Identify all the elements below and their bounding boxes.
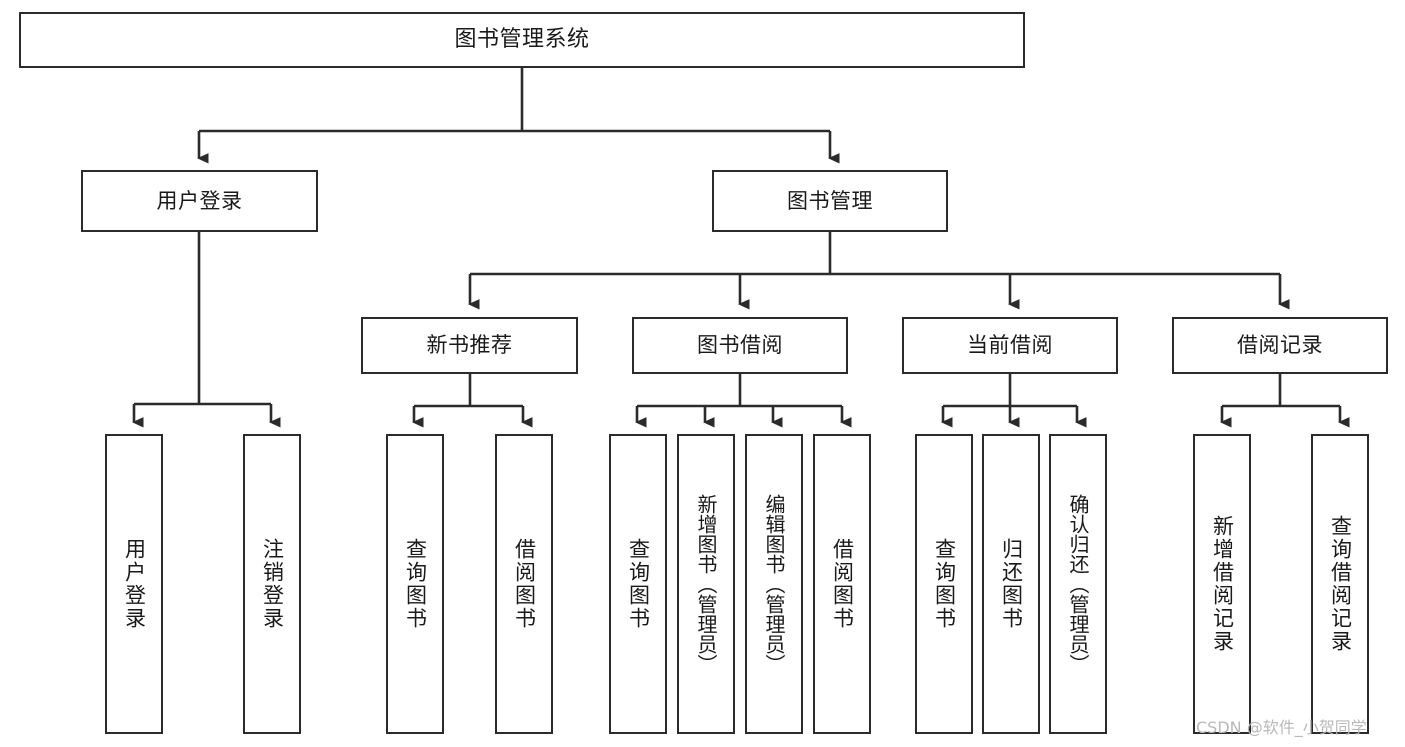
leaf-record-query-record[interactable]: 查询借阅记录: [1311, 434, 1369, 734]
node-label: 注销登录: [260, 538, 285, 630]
node-label: 查询图书: [932, 538, 957, 630]
node-label: 借阅图书: [512, 538, 537, 630]
leaf-current-confirm-return-admin[interactable]: 确认归还（管理员）: [1049, 434, 1107, 734]
node-user-login[interactable]: 用户登录: [81, 170, 318, 232]
leaf-borrow-add-book-admin[interactable]: 新增图书（管理员）: [677, 434, 735, 734]
node-label: 用户登录: [156, 188, 243, 213]
leaf-record-add-record[interactable]: 新增借阅记录: [1193, 434, 1251, 734]
node-label: 新书推荐: [426, 333, 513, 358]
node-book-borrow[interactable]: 图书借阅: [632, 317, 848, 374]
node-book-management[interactable]: 图书管理: [712, 170, 948, 232]
node-label: 新增图书（管理员）: [694, 494, 718, 674]
leaf-recommend-query-book[interactable]: 查询图书: [386, 434, 444, 734]
node-label: 借阅记录: [1237, 333, 1323, 358]
node-label: 查询图书: [626, 538, 651, 630]
leaf-recommend-borrow-book[interactable]: 借阅图书: [495, 434, 553, 734]
leaf-user-login-logout[interactable]: 注销登录: [243, 434, 301, 734]
node-new-book-recommend[interactable]: 新书推荐: [361, 317, 578, 374]
node-current-borrow[interactable]: 当前借阅: [902, 317, 1118, 374]
leaf-borrow-edit-book-admin[interactable]: 编辑图书（管理员）: [745, 434, 803, 734]
node-root-system[interactable]: 图书管理系统: [19, 12, 1025, 68]
node-borrow-record[interactable]: 借阅记录: [1172, 317, 1388, 374]
node-label: 当前借阅: [967, 333, 1053, 358]
node-label: 用户登录: [122, 538, 147, 630]
node-label: 确认归还（管理员）: [1066, 494, 1090, 674]
leaf-current-query-book[interactable]: 查询图书: [915, 434, 973, 734]
node-label: 查询借阅记录: [1328, 515, 1353, 653]
csdn-watermark: CSDN @软件_小贺同学: [1196, 718, 1367, 737]
node-label: 编辑图书（管理员）: [762, 494, 786, 674]
leaf-current-return-book[interactable]: 归还图书: [982, 434, 1040, 734]
node-label: 查询图书: [403, 538, 428, 630]
node-label: 归还图书: [999, 538, 1024, 630]
leaf-borrow-query-book[interactable]: 查询图书: [609, 434, 667, 734]
node-label: 图书管理系统: [454, 27, 590, 53]
node-label: 图书借阅: [697, 333, 783, 358]
node-label: 借阅图书: [830, 538, 855, 630]
leaf-borrow-borrow-book[interactable]: 借阅图书: [813, 434, 871, 734]
leaf-user-login-login[interactable]: 用户登录: [105, 434, 163, 734]
node-label: 图书管理: [787, 188, 873, 213]
node-label: 新增借阅记录: [1210, 515, 1235, 653]
